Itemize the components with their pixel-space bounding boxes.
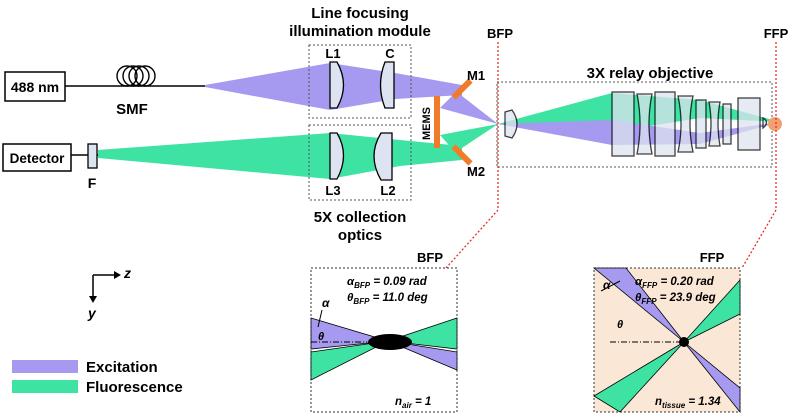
focal-point <box>768 117 782 131</box>
ffp-guide-diagonal <box>741 209 777 269</box>
lens-l3 <box>329 132 345 180</box>
l1-label: L1 <box>325 46 340 61</box>
mirror-m2 <box>451 144 473 166</box>
l3-label: L3 <box>325 183 340 198</box>
m2-label: M2 <box>467 164 485 179</box>
collection-title-1: 5X collection <box>314 209 407 226</box>
lens-c <box>379 61 395 109</box>
bfp-index-text: nair = 1 <box>395 396 431 410</box>
laser-label: 488 nm <box>11 79 59 95</box>
ffp-label: FFP <box>764 26 789 41</box>
collection-title-2: optics <box>338 227 382 244</box>
ffp-inset-title: FFP <box>700 250 725 265</box>
collection-module-box <box>308 124 412 201</box>
ffp-beams <box>592 267 741 414</box>
fluorescence-beam-output <box>98 133 462 179</box>
legend-label-excitation: Excitation <box>86 359 158 376</box>
detector-label: Detector <box>10 151 66 166</box>
module-title-2: illumination module <box>289 23 431 40</box>
bfp-theta-text: θBFP = 11.0 deg <box>347 292 428 306</box>
module-title-1: Line focusing <box>311 5 409 22</box>
detector-box <box>2 143 72 172</box>
ffp-index-text: ntissue = 1.34 <box>655 396 721 410</box>
laser-box <box>4 71 66 102</box>
m1-label: M1 <box>467 68 485 83</box>
legend-swatch-fluorescence <box>12 380 78 393</box>
relay-lens-stack <box>504 91 768 157</box>
mirror-m1 <box>451 78 473 100</box>
ffp-theta-text: θFFP = 23.9 deg <box>635 292 716 306</box>
relay-title: 3X relay objective <box>587 65 714 82</box>
ffp-alpha-text: αFFP = 0.20 rad <box>635 276 715 290</box>
l2-label: L2 <box>380 183 395 198</box>
legend: Excitation Fluorescence <box>12 359 183 396</box>
ffp-alpha-tick <box>600 280 621 292</box>
filter-label: F <box>88 175 97 191</box>
axis-z-label: z <box>123 265 131 281</box>
legend-label-fluorescence: Fluorescence <box>86 379 183 396</box>
illumination-module-box <box>308 44 412 119</box>
lens-l1 <box>329 61 345 109</box>
fiber-coil <box>116 65 156 87</box>
bfp-theta-symbol: θ <box>318 331 324 343</box>
mems-mirror <box>434 96 440 148</box>
bfp-label: BFP <box>487 26 513 41</box>
filter <box>87 143 98 169</box>
bfp-guide-diagonal <box>445 209 499 269</box>
bfp-focal-line <box>368 334 412 350</box>
ffp-focal-point <box>679 337 689 347</box>
bfp-alpha-tick <box>317 309 323 328</box>
mems-label: MEMS <box>421 107 433 140</box>
legend-swatch-excitation <box>12 360 78 373</box>
ffp-theta-symbol: θ <box>617 319 623 331</box>
bfp-inset-title: BFP <box>417 250 443 265</box>
bfp-alpha-text: αBFP = 0.09 rad <box>347 276 428 290</box>
smf-label: SMF <box>116 101 148 118</box>
c-label: C <box>385 46 395 61</box>
ffp-alpha-symbol: α <box>603 278 611 292</box>
axis-y-label: y <box>87 305 97 321</box>
axes-indicator <box>89 271 121 303</box>
bfp-alpha-symbol: α <box>322 296 330 310</box>
lens-l2 <box>373 132 393 181</box>
